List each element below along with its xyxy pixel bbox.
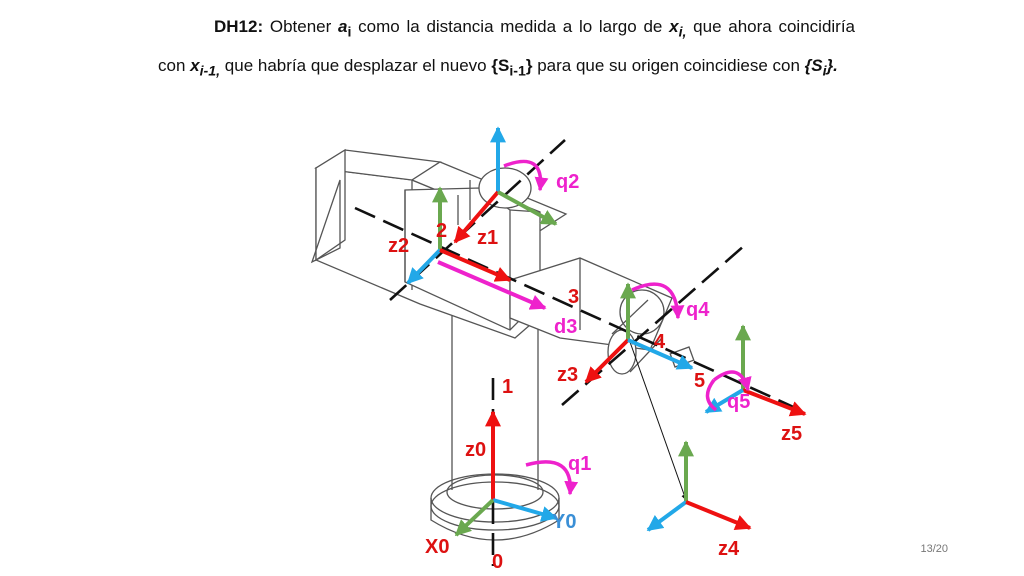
caption-text: DH12: Obtener ai como la distancia medid… [158,17,856,80]
frame-3 [584,282,694,384]
robot-drawing [310,148,695,541]
frame3-x-axis [627,338,694,370]
label-n3: 3 [568,286,579,308]
rotation-arcs [503,159,752,496]
z2-axis [406,248,442,285]
q2-rotation-arc [503,159,549,192]
label-q2: q2 [556,171,579,193]
label-n5: 5 [694,370,705,392]
labels: q2 q1 q4 q5 d3 z1 z2 z3 z5 z0 z4 Y0 X0 0… [388,171,802,573]
q4-rotation-arc [631,282,685,320]
q5-rotation-arc [712,370,752,392]
label-z4: z4 [718,538,740,560]
frame2-x-axis [439,248,512,282]
y0-axis [492,498,558,522]
label-z1: z1 [477,227,498,249]
pointer-line [629,341,688,501]
frame-2 [406,186,512,285]
label-d3: d3 [554,316,577,338]
frame-4-detail [646,440,752,532]
frame-1 [453,126,558,244]
x0-axis [454,498,495,537]
frame-5 [704,324,807,417]
label-q1: q1 [568,453,591,475]
label-n4: 4 [654,331,666,353]
dashed-axis-arm [354,206,801,412]
label-n1: 1 [502,376,513,398]
frame-0 [454,410,558,537]
page-number: 13/20 [920,543,948,555]
z3-axis [584,338,630,384]
label-n2: 2 [436,220,447,242]
d3-arrow [437,260,547,310]
label-q4: q4 [686,299,710,321]
label-y0: Y0 [552,511,576,533]
z4-axis [685,500,752,530]
label-z2: z2 [388,235,409,257]
q1-rotation-arc [525,460,579,496]
label-x0: X0 [425,536,449,558]
label-q5: q5 [727,391,750,413]
label-z5: z5 [781,423,802,445]
z1-axis [453,190,500,244]
z5-axis [742,388,807,417]
label-z3: z3 [557,364,578,386]
frame1-x-axis [497,190,558,226]
q5-rotation-tail [705,378,718,412]
frame4-x-axis [646,500,688,532]
label-z0: z0 [465,439,486,461]
label-n0: 0 [492,551,503,573]
